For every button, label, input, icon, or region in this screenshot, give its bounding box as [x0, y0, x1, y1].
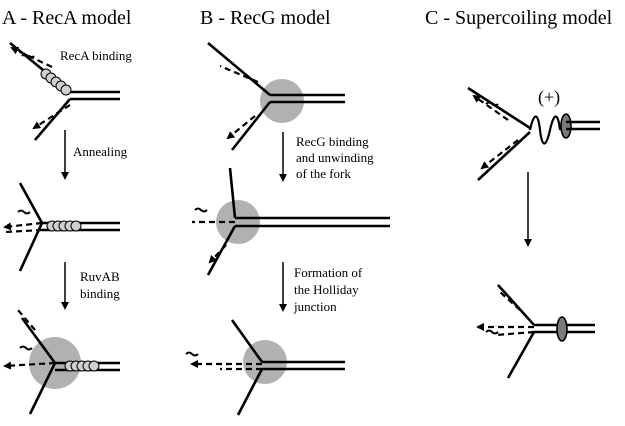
panel-b: RecG binding and unwinding of the fork F…: [185, 42, 390, 416]
holliday-label-1: Formation of: [294, 265, 363, 280]
panel-b-title: B - RecG model: [200, 7, 331, 29]
recA-binding-label: RecA binding: [60, 48, 132, 63]
recA-fork-stage-3: [3, 309, 120, 415]
panel-a: RecA binding Annealing RuvAB binding: [3, 41, 132, 415]
recA-fork-stage-1: [9, 41, 120, 141]
supercoil-symbol: (+): [538, 87, 560, 108]
recG-label-2: and unwinding: [296, 150, 374, 165]
panel-c: (+): [467, 86, 600, 379]
positive-supercoil: [528, 115, 562, 145]
panel-a-title: A - RecA model: [2, 7, 132, 29]
recG-fork-stage-2: [192, 167, 390, 276]
recA-filament: [40, 68, 72, 96]
recA-fork-stage-2: [3, 182, 120, 272]
ruvab-label-1: RuvAB: [80, 269, 120, 284]
recG-fork-stage-1: [207, 42, 345, 151]
supercoil-fork-stage-1: (+): [467, 86, 600, 181]
replisome-ellipse: [560, 113, 572, 139]
annealing-label: Annealing: [73, 144, 128, 159]
recG-fork-stage-3: [185, 319, 345, 416]
supercoil-fork-stage-2: [476, 284, 595, 379]
holliday-label-3: junction: [293, 299, 337, 314]
ruvab-label-2: binding: [80, 286, 120, 301]
holliday-label-2: the Holliday: [294, 282, 359, 297]
recG-label-1: RecG binding: [296, 134, 369, 149]
panel-c-title: C - Supercoiling model: [425, 7, 613, 29]
recG-label-3: of the fork: [296, 166, 351, 181]
